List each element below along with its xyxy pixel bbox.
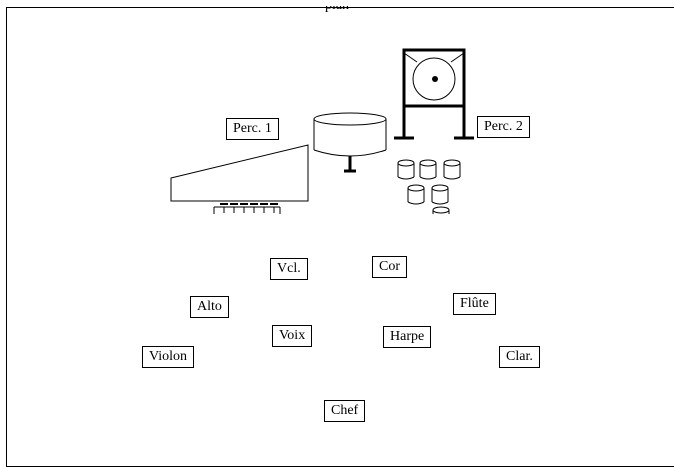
page-title: plan [0,0,674,14]
label-harpe: Harpe [383,326,432,348]
label-perc-2: Perc. 2 [477,116,530,138]
label-clar: Clar. [499,346,540,368]
label-alto: Alto [190,296,229,318]
label-violon: Violon [142,346,195,368]
drums-icon [397,159,461,214]
label-perc-1: Perc. 1 [226,118,279,140]
keyboard-icon [170,144,309,214]
stage-plan [170,48,474,214]
gong-icon [394,48,474,140]
label-flute: Flûte [453,293,496,315]
label-chef: Chef [324,400,366,422]
label-voix: Voix [272,325,313,347]
timpani-icon [313,112,387,173]
label-cor: Cor [372,256,407,278]
label-vcl: Vcl. [270,258,308,280]
page-title-text: plan [324,0,350,13]
